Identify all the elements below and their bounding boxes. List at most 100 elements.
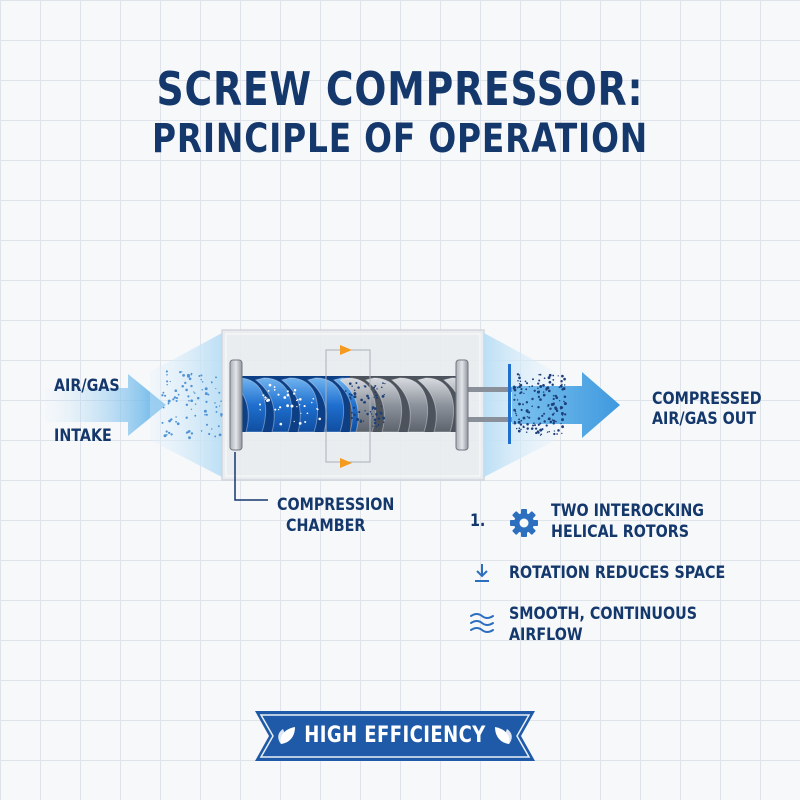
air-particle [547,376,551,380]
air-particle [537,382,540,385]
air-particle [528,416,531,419]
air-particle [357,386,360,389]
air-particle [556,433,558,435]
air-particle [539,385,543,388]
air-particle [541,428,544,431]
air-particle [374,384,377,387]
air-particle [165,430,168,433]
air-particle [552,402,555,405]
wave-lines-icon [470,613,494,633]
feature-2-line1: ROTATION REDUCES SPACE [509,563,726,583]
air-particle [379,411,381,413]
air-particle [381,395,385,398]
air-particle [220,415,223,417]
air-particle [526,422,529,426]
air-particle [375,413,378,416]
rotor-lobe [338,377,377,433]
air-particle [174,389,178,393]
gear-icon [510,509,538,537]
air-particle [214,402,216,404]
air-particle [355,381,358,385]
air-particle [290,404,294,408]
air-particle [382,421,385,424]
feature-1-line1: TWO INTEROCKING [551,501,705,521]
air-particle [165,370,168,373]
air-particle [277,408,280,411]
air-particle [351,385,353,387]
air-particle [161,421,164,424]
air-particle [559,400,561,402]
air-particle [316,408,318,410]
air-particle [164,394,167,397]
air-particle [533,422,535,425]
air-particle [168,419,171,423]
air-particle [286,404,289,408]
air-particle [188,377,192,381]
air-particle [546,386,550,390]
air-particle [215,376,217,379]
air-particle [383,393,385,396]
air-particle [293,389,297,392]
air-particle [190,373,193,376]
air-particle [545,424,548,427]
air-particle [367,397,370,400]
air-particle [515,414,518,417]
air-particle [347,409,351,413]
air-particle [561,388,564,391]
title-line-1: SCREW COMPRESSOR: [156,62,644,116]
air-particle [561,406,564,409]
flow-marker-top [340,345,352,355]
air-particle [526,427,529,430]
air-particle [353,395,357,399]
air-particle [371,406,375,409]
air-particle [513,422,517,425]
air-particle [185,403,189,407]
air-particle [516,399,519,401]
air-particle [267,390,270,392]
air-particle [220,413,223,416]
air-particle [537,395,541,399]
air-particle [267,398,270,402]
air-particle [561,418,564,422]
air-particle [564,413,567,416]
air-particle [162,391,165,394]
air-particle [551,413,555,416]
air-particle [266,397,268,399]
air-particle [283,396,287,399]
air-particle [542,391,545,393]
chamber-label-line2: CHAMBER [286,516,366,536]
feature-1-line2: HELICAL ROTORS [551,522,690,542]
air-particle [563,400,565,403]
air-particle [274,408,277,411]
output-port [508,364,511,444]
air-particle [531,385,534,388]
air-particle [518,418,520,421]
air-particle [298,422,302,425]
air-particle [167,402,170,405]
air-particle [532,378,534,381]
air-particle [563,377,566,381]
rotor-lobe [390,377,429,433]
air-particle [344,390,347,392]
air-particle [348,393,351,396]
air-particle [182,374,185,377]
air-particle [360,398,363,402]
air-particle [343,424,347,428]
air-particle [549,407,552,410]
air-particle [188,436,191,440]
air-particle [201,388,204,391]
air-particle [358,410,361,414]
air-particle [380,405,383,408]
air-particle [537,387,539,390]
air-particle [375,425,378,428]
air-particle [277,393,280,396]
air-particle [537,405,540,409]
air-particle [161,394,164,397]
air-particle [214,435,217,438]
air-particle [279,422,283,426]
air-particle [177,393,180,396]
air-particle [530,427,534,430]
air-particle [187,395,190,398]
air-particle [190,432,194,435]
air-particle [200,374,203,377]
